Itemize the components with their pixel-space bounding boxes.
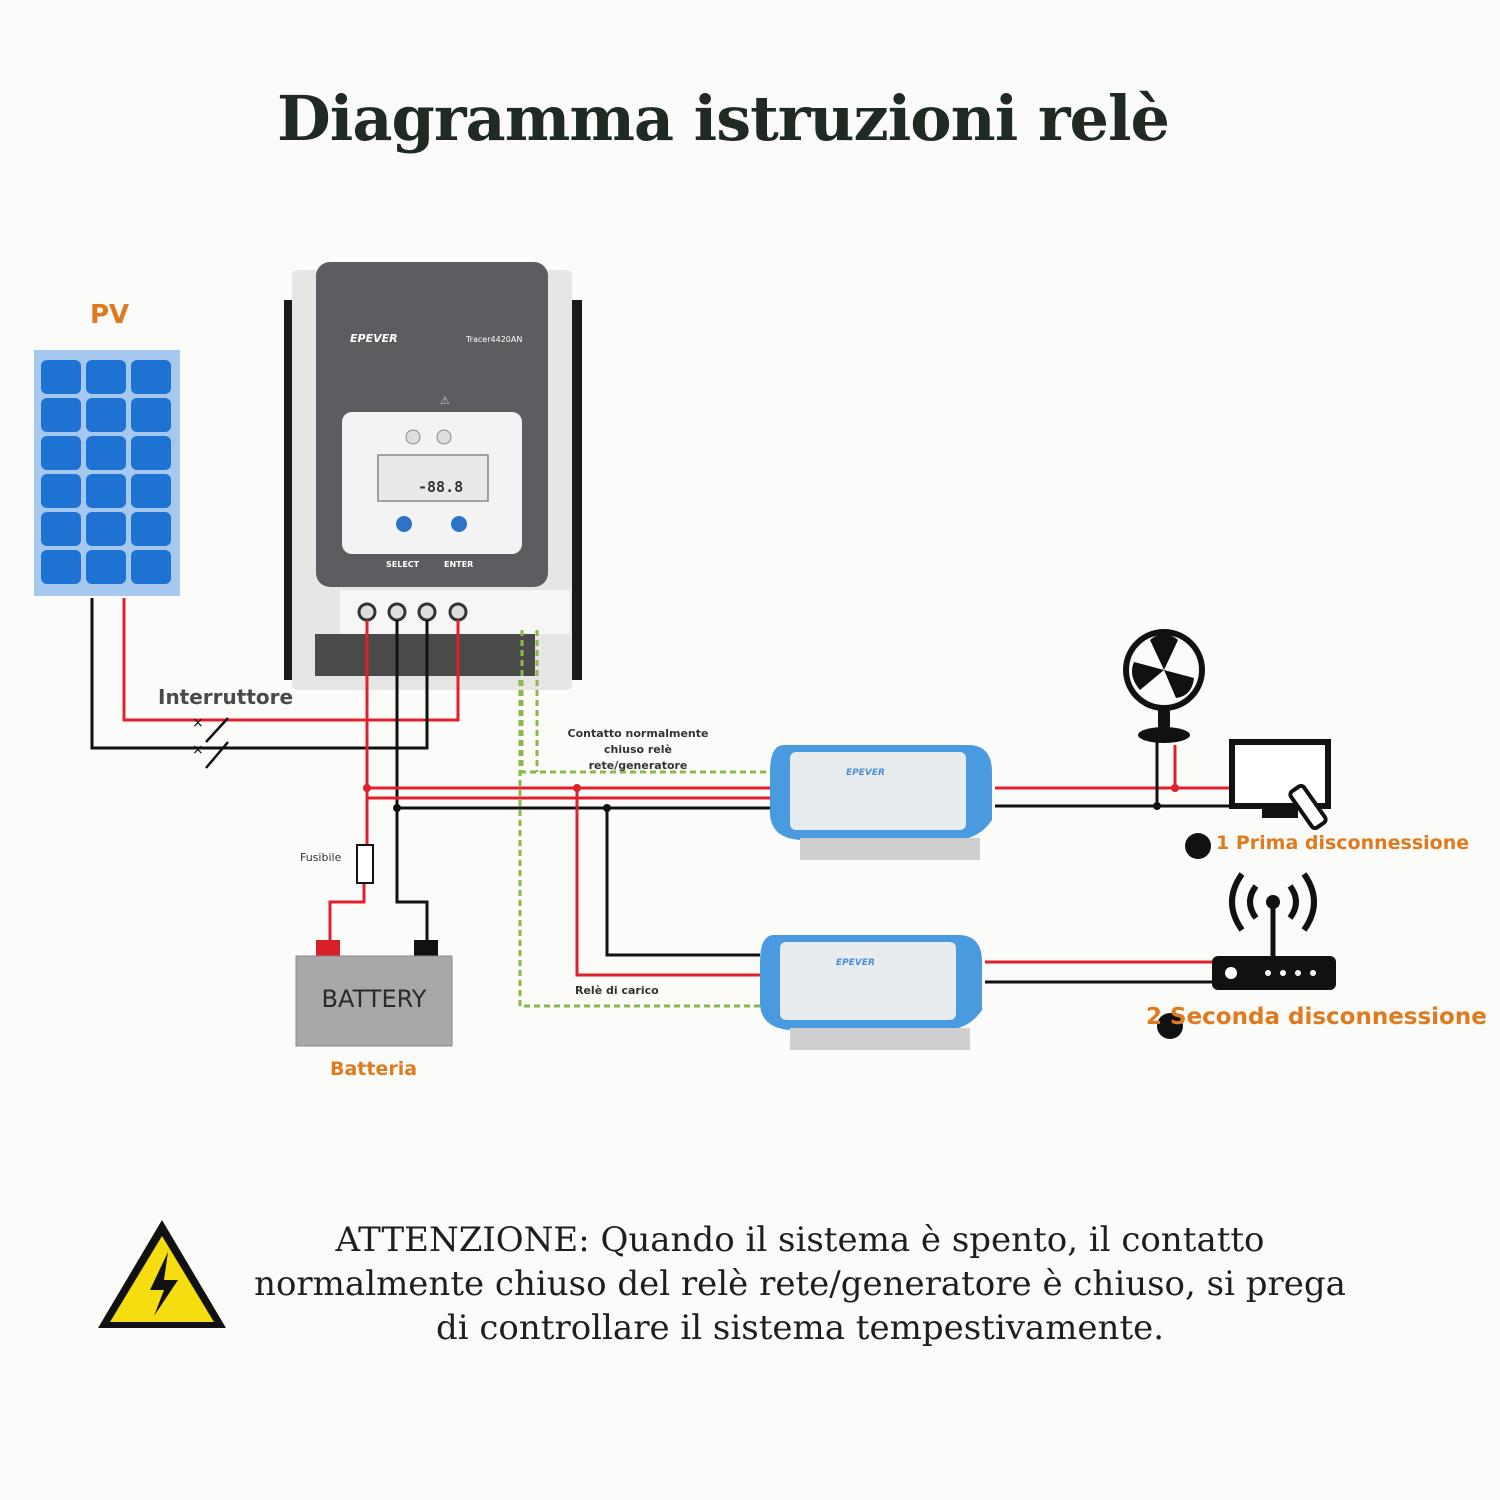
solar-cell (131, 512, 171, 546)
solar-cell (41, 474, 81, 508)
controller-brand: EPEVER (350, 332, 398, 345)
solar-cell (131, 550, 171, 584)
solar-cell (131, 360, 171, 394)
inverter-icon (770, 745, 992, 860)
solar-cell (86, 436, 126, 470)
solar-cell (86, 398, 126, 432)
battery-device-text: BATTERY (321, 985, 427, 1013)
controller-enter-button: ENTER (444, 560, 474, 569)
router-icon (1212, 872, 1336, 990)
load-relay-label: Relè di carico (575, 984, 659, 997)
load-relay-wire (518, 680, 760, 1008)
inverter-brand: EPEVER (846, 768, 885, 778)
solar-cell (86, 512, 126, 546)
svg-text:×: × (192, 742, 204, 758)
fuse-to-battery-wire (328, 882, 366, 940)
controller-model: Tracer4420AN (466, 335, 523, 344)
switch-icon: × × (192, 715, 229, 769)
pv-label: PV (90, 300, 130, 330)
solar-cell (41, 360, 81, 394)
pv-negative-wire (90, 598, 429, 750)
controller-display: -88.8 (418, 478, 464, 496)
solar-cell (86, 474, 126, 508)
svg-text:⚠: ⚠ (440, 394, 450, 407)
controller-select-button: SELECT (386, 560, 420, 569)
warning-text: ATTENZIONE: Quando il sistema è spento, … (254, 1220, 1346, 1348)
inverter-icon (760, 935, 982, 1050)
page-title: Diagramma istruzioni relè (277, 82, 1170, 155)
second-disconnect-label: 2 Seconda disconnessione (1146, 1004, 1487, 1030)
fan-icon (1123, 629, 1205, 743)
solar-panel-icon (34, 350, 180, 596)
inverter-brand: EPEVER (836, 958, 875, 968)
solar-cell (131, 436, 171, 470)
solar-cell (41, 398, 81, 432)
solar-cell (131, 474, 171, 508)
solar-cell (86, 360, 126, 394)
battery-negative-wire (395, 620, 429, 940)
battery-label: Batteria (330, 1058, 418, 1080)
remote-icon (1288, 783, 1328, 831)
warning-icon (98, 1220, 226, 1328)
solar-cell (41, 512, 81, 546)
battery-icon (295, 940, 453, 1047)
solar-cell (41, 436, 81, 470)
solar-cell (86, 550, 126, 584)
first-disconnect-label: 1 Prima disconnessione (1216, 832, 1470, 854)
switch-label: Interruttore (158, 685, 294, 709)
nc-relay-wire (520, 630, 768, 774)
pv-positive-wire (122, 598, 460, 722)
fuse-label: Fusibile (300, 851, 342, 864)
charge-controller-icon: ⚠ (284, 262, 582, 690)
svg-text:×: × (192, 715, 204, 731)
solar-cell (41, 550, 81, 584)
nc-contact-label: Contatto normalmente chiuso relè rete/ge… (567, 727, 709, 772)
solar-cell (131, 398, 171, 432)
fuse-icon (356, 844, 374, 884)
